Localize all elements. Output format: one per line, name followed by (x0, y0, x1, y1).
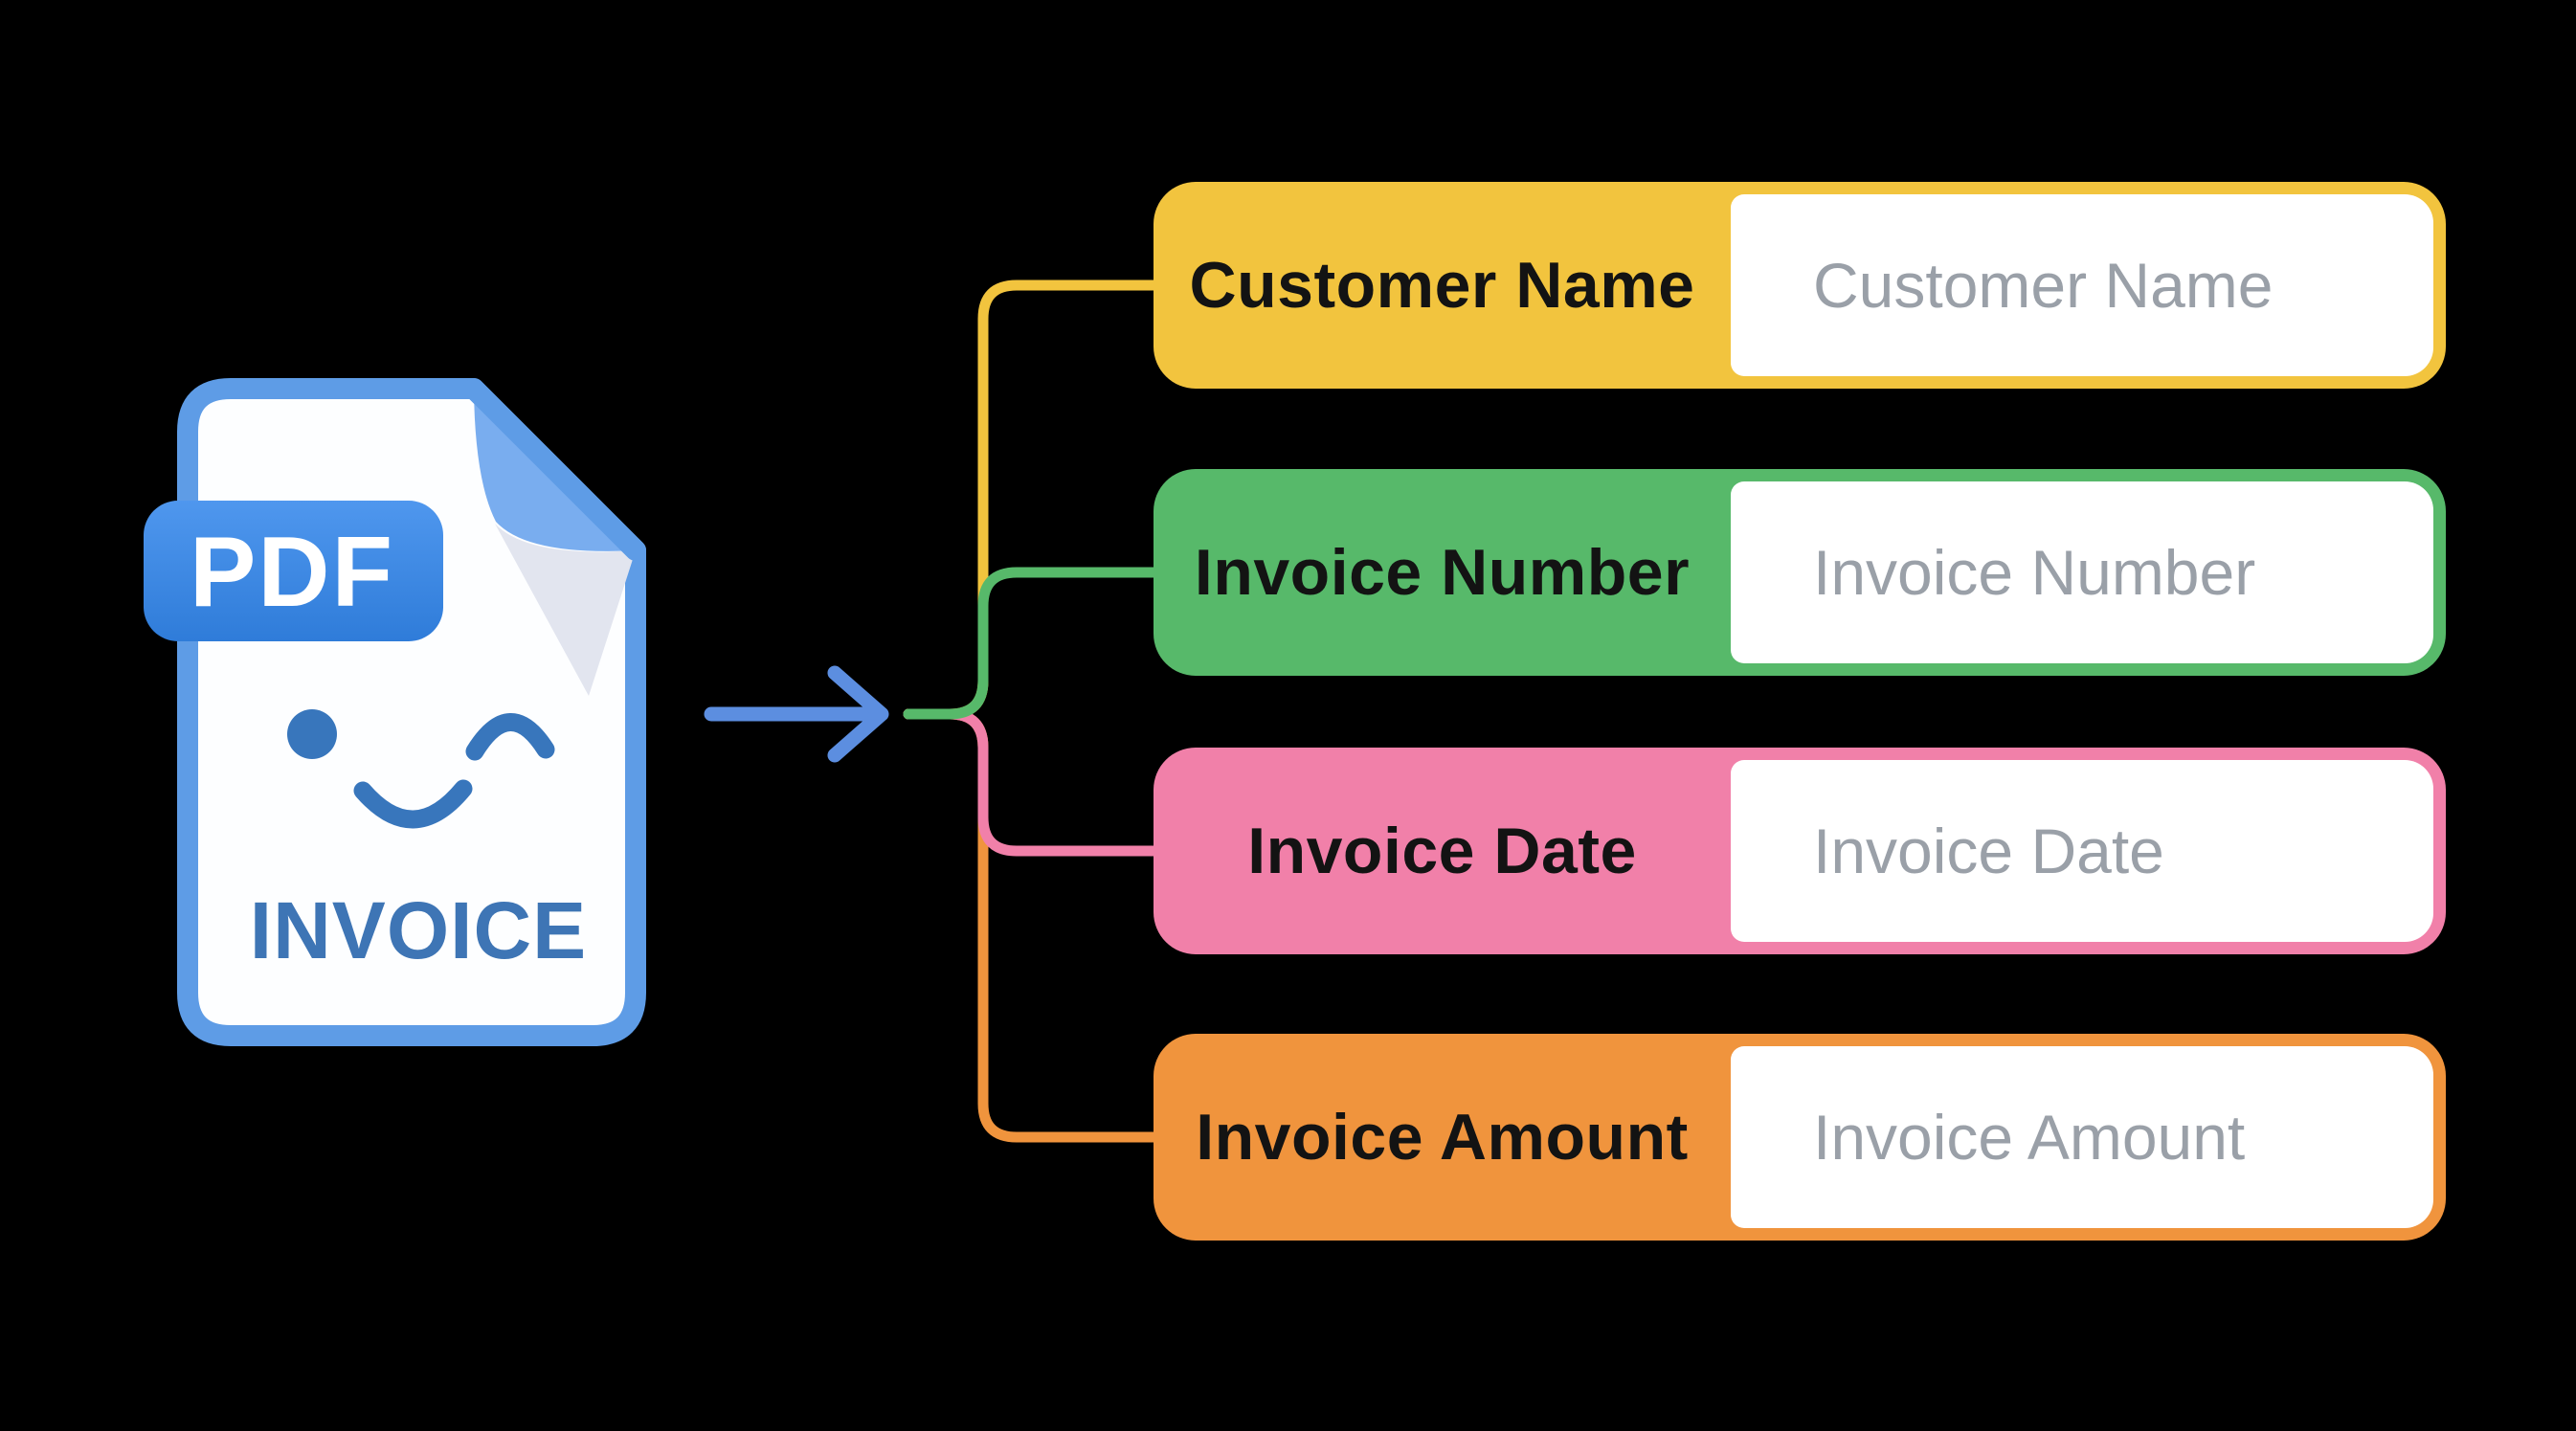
field-row-customer-name: Customer Name (1154, 182, 2446, 389)
customer-name-input[interactable] (1731, 194, 2433, 376)
connector-invoice-number (903, 567, 1161, 720)
connector-invoice-amount (903, 708, 1161, 1143)
pdf-badge-label: PDF (190, 517, 394, 628)
field-label-customer-name: Customer Name (1189, 249, 1695, 322)
invoice-date-input[interactable] (1731, 760, 2433, 942)
field-label-invoice-date: Invoice Date (1247, 815, 1637, 887)
arrow-icon (704, 665, 889, 763)
fold-shadow (495, 524, 636, 696)
field-input-panel-customer-name (1731, 194, 2433, 376)
field-row-invoice-amount: Invoice Amount (1154, 1034, 2446, 1241)
field-input-panel-invoice-amount (1731, 1046, 2433, 1228)
winking-face-icon (287, 709, 555, 829)
arrow-head (827, 665, 889, 763)
field-row-invoice-number: Invoice Number (1154, 469, 2446, 676)
fold-diagonal-border (463, 378, 646, 561)
field-label-invoice-amount: Invoice Amount (1196, 1101, 1689, 1174)
field-input-panel-invoice-date (1731, 760, 2433, 942)
pdf-badge (144, 501, 443, 641)
face-wink-eye (465, 713, 555, 761)
face-left-eye (287, 709, 337, 759)
field-row-invoice-date: Invoice Date (1154, 748, 2446, 954)
connector-invoice-date (903, 708, 1161, 857)
connector-customer-name (903, 279, 1161, 720)
document-label: INVOICE (250, 885, 587, 975)
invoice-amount-input[interactable] (1731, 1046, 2433, 1228)
field-label-invoice-number: Invoice Number (1194, 536, 1691, 609)
pdf-file-icon: PDF INVOICE (144, 378, 646, 1046)
face-smile (353, 779, 473, 829)
field-input-panel-invoice-number (1731, 481, 2433, 663)
invoice-number-input[interactable] (1731, 481, 2433, 663)
connector-lines (903, 279, 1161, 1143)
